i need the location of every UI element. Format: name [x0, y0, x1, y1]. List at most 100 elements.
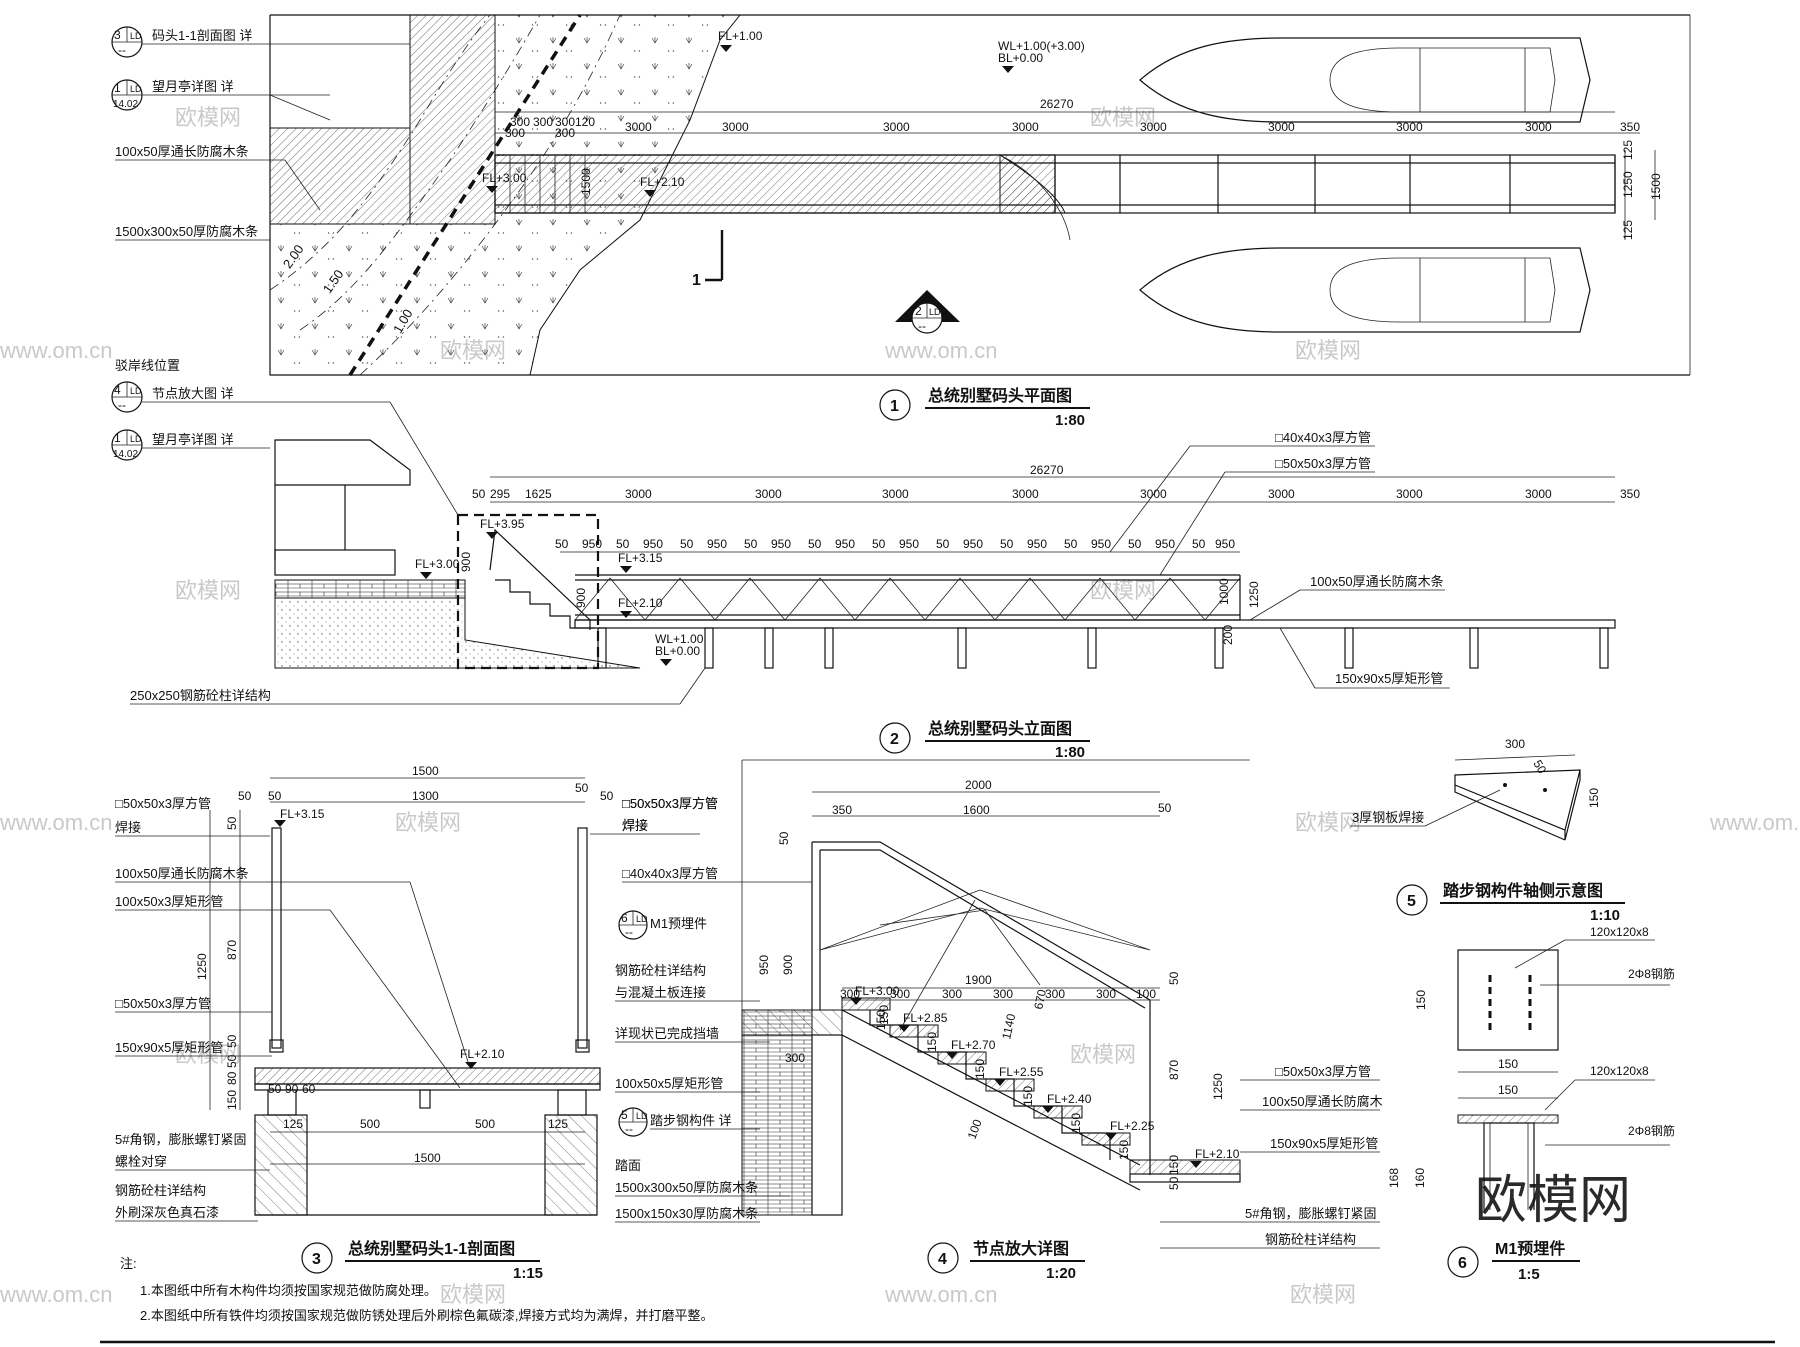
dim: 3000 [1525, 120, 1552, 134]
detail-view: 2000 350 1600 50 50 [615, 759, 1383, 1282]
svg-text:FL+2.55: FL+2.55 [999, 1065, 1044, 1079]
svg-text:300: 300 [840, 987, 860, 1001]
elevation-view: 26270 50 295 1625 3000 3000 3000 3000 30… [111, 381, 1640, 761]
svg-text:900: 900 [459, 552, 473, 572]
svg-text:FL+3.00: FL+3.00 [855, 984, 900, 998]
svg-text:120x120x8: 120x120x8 [1590, 1064, 1649, 1078]
svg-text:1500: 1500 [412, 764, 439, 778]
svg-text:FL+3.00: FL+3.00 [415, 557, 460, 571]
watermark: 欧模网 [175, 578, 241, 603]
svg-text:50: 50 [268, 789, 282, 803]
svg-text:150x90x5厚矩形管: 150x90x5厚矩形管 [1270, 1136, 1378, 1151]
svg-text:□50x50x3厚方管: □50x50x3厚方管 [622, 796, 718, 811]
svg-text:2Φ8钢筋: 2Φ8钢筋 [1628, 1123, 1675, 1138]
ref-callout-4: 1 LD 14.02 望月亭详图 详 [111, 429, 270, 461]
svg-text:3000: 3000 [1012, 487, 1039, 501]
svg-text:1: 1 [114, 431, 121, 445]
svg-text:50: 50 [555, 537, 569, 551]
svg-text:300: 300 [785, 1051, 805, 1065]
svg-text:总统别墅码头1-1剖面图: 总统别墅码头1-1剖面图 [348, 1239, 515, 1258]
svg-text:5#角钢，膨胀螺钉紧固: 5#角钢，膨胀螺钉紧固 [1245, 1206, 1376, 1221]
svg-text:1500x150x30厚防腐木条: 1500x150x30厚防腐木条 [615, 1206, 758, 1221]
svg-text:150x90x5厚矩形管: 150x90x5厚矩形管 [115, 1040, 223, 1055]
ref-callout-2: 1 LD 14.02 望月亭详图 详 [111, 79, 331, 121]
boat-icon [1139, 247, 1591, 333]
view-title: 5 踏步钢构件轴侧示意图 1:10 [1396, 881, 1625, 924]
svg-text:125: 125 [548, 1117, 568, 1131]
svg-text:2: 2 [890, 731, 899, 748]
svg-text:150: 150 [973, 1059, 987, 1079]
svg-text:--: -- [118, 43, 126, 57]
svg-text:与混凝土板连接: 与混凝土板连接 [615, 985, 706, 1000]
svg-text:5#角钢，膨胀螺钉紧固: 5#角钢，膨胀螺钉紧固 [115, 1132, 246, 1147]
svg-text:焊接: 焊接 [115, 820, 141, 835]
svg-text:1600: 1600 [963, 803, 990, 817]
svg-text:□50x50x3厚方管: □50x50x3厚方管 [115, 996, 211, 1011]
svg-text:125: 125 [283, 1117, 303, 1131]
dim: 1250 [1621, 171, 1635, 198]
ref-callout-3: 4 LD -- 节点放大图 详 [111, 381, 459, 516]
svg-text:LD: LD [130, 434, 142, 444]
svg-text:670: 670 [1031, 988, 1049, 1011]
svg-text:1500x300x50厚防腐木条: 1500x300x50厚防腐木条 [615, 1180, 758, 1195]
svg-text:100x50厚通长防腐木条: 100x50厚通长防腐木条 [115, 866, 249, 881]
svg-text:2000: 2000 [965, 778, 992, 792]
svg-text:168: 168 [1387, 1168, 1401, 1188]
svg-text:焊接: 焊接 [622, 818, 648, 833]
svg-text:FL+3.15: FL+3.15 [618, 551, 663, 565]
svg-text:950: 950 [643, 537, 663, 551]
svg-text:50: 50 [1000, 537, 1014, 551]
svg-text:FL+2.70: FL+2.70 [951, 1038, 996, 1052]
svg-text:3000: 3000 [882, 487, 909, 501]
svg-text:300: 300 [1045, 987, 1065, 1001]
boat-icon [1139, 37, 1591, 123]
watermark-url: www.om.cn [1709, 810, 1800, 835]
svg-text:3: 3 [114, 28, 121, 42]
svg-text:--: -- [118, 398, 126, 412]
view-title: 1 总统别墅码头平面图 1:80 [879, 386, 1090, 429]
svg-text:踏步钢构件 详: 踏步钢构件 详 [650, 1113, 732, 1128]
svg-text:950: 950 [1027, 537, 1047, 551]
svg-text:1250: 1250 [1211, 1073, 1225, 1100]
svg-text:50: 50 [1530, 758, 1549, 777]
level-mark: BL+0.00 [998, 51, 1043, 65]
view-title: 3 总统别墅码头1-1剖面图 1:15 [301, 1239, 543, 1282]
dim: 3000 [1012, 120, 1039, 134]
svg-text:950: 950 [899, 537, 919, 551]
svg-text:3000: 3000 [755, 487, 782, 501]
svg-text:950: 950 [707, 537, 727, 551]
plan-label: 100x50厚通长防腐木条 [115, 144, 249, 159]
elev-label: 100x50厚通长防腐木条 [1310, 574, 1444, 589]
svg-text:80: 80 [225, 1071, 239, 1085]
svg-text:节点放大图 详: 节点放大图 详 [152, 386, 234, 401]
svg-text:295: 295 [490, 487, 510, 501]
svg-text:150: 150 [1414, 990, 1428, 1010]
svg-text:1:80: 1:80 [1055, 412, 1085, 429]
dim: 125 [1621, 220, 1635, 240]
svg-text:FL+2.10: FL+2.10 [460, 1047, 505, 1061]
svg-text:1:5: 1:5 [1518, 1266, 1540, 1283]
svg-text:950: 950 [835, 537, 855, 551]
view-title: 6 M1预埋件 1:5 [1447, 1239, 1580, 1283]
dim: 125 [1621, 140, 1635, 160]
svg-text:1:20: 1:20 [1046, 1265, 1076, 1282]
svg-text:1000: 1000 [1217, 578, 1231, 605]
svg-text:100: 100 [965, 1117, 985, 1141]
svg-text:1:80: 1:80 [1055, 744, 1085, 761]
svg-text:150: 150 [877, 1005, 891, 1025]
dim: 300 [555, 126, 575, 140]
svg-text:1:15: 1:15 [513, 1265, 543, 1282]
level-mark: WL+1.00(+3.00) [998, 39, 1085, 53]
svg-text:870: 870 [1167, 1060, 1181, 1080]
svg-text:150: 150 [1021, 1086, 1035, 1106]
level-mark: FL+1.00 [718, 29, 763, 43]
svg-text:950: 950 [771, 537, 791, 551]
dim-total: 26270 [1030, 463, 1064, 477]
svg-text:50: 50 [1192, 537, 1206, 551]
elev-label: □40x40x3厚方管 [1275, 430, 1371, 445]
svg-text:LD: LD [636, 1111, 648, 1121]
svg-text:□50x50x3厚方管: □50x50x3厚方管 [622, 796, 718, 811]
svg-text:50: 50 [680, 537, 694, 551]
svg-text:150: 150 [1117, 1140, 1131, 1160]
